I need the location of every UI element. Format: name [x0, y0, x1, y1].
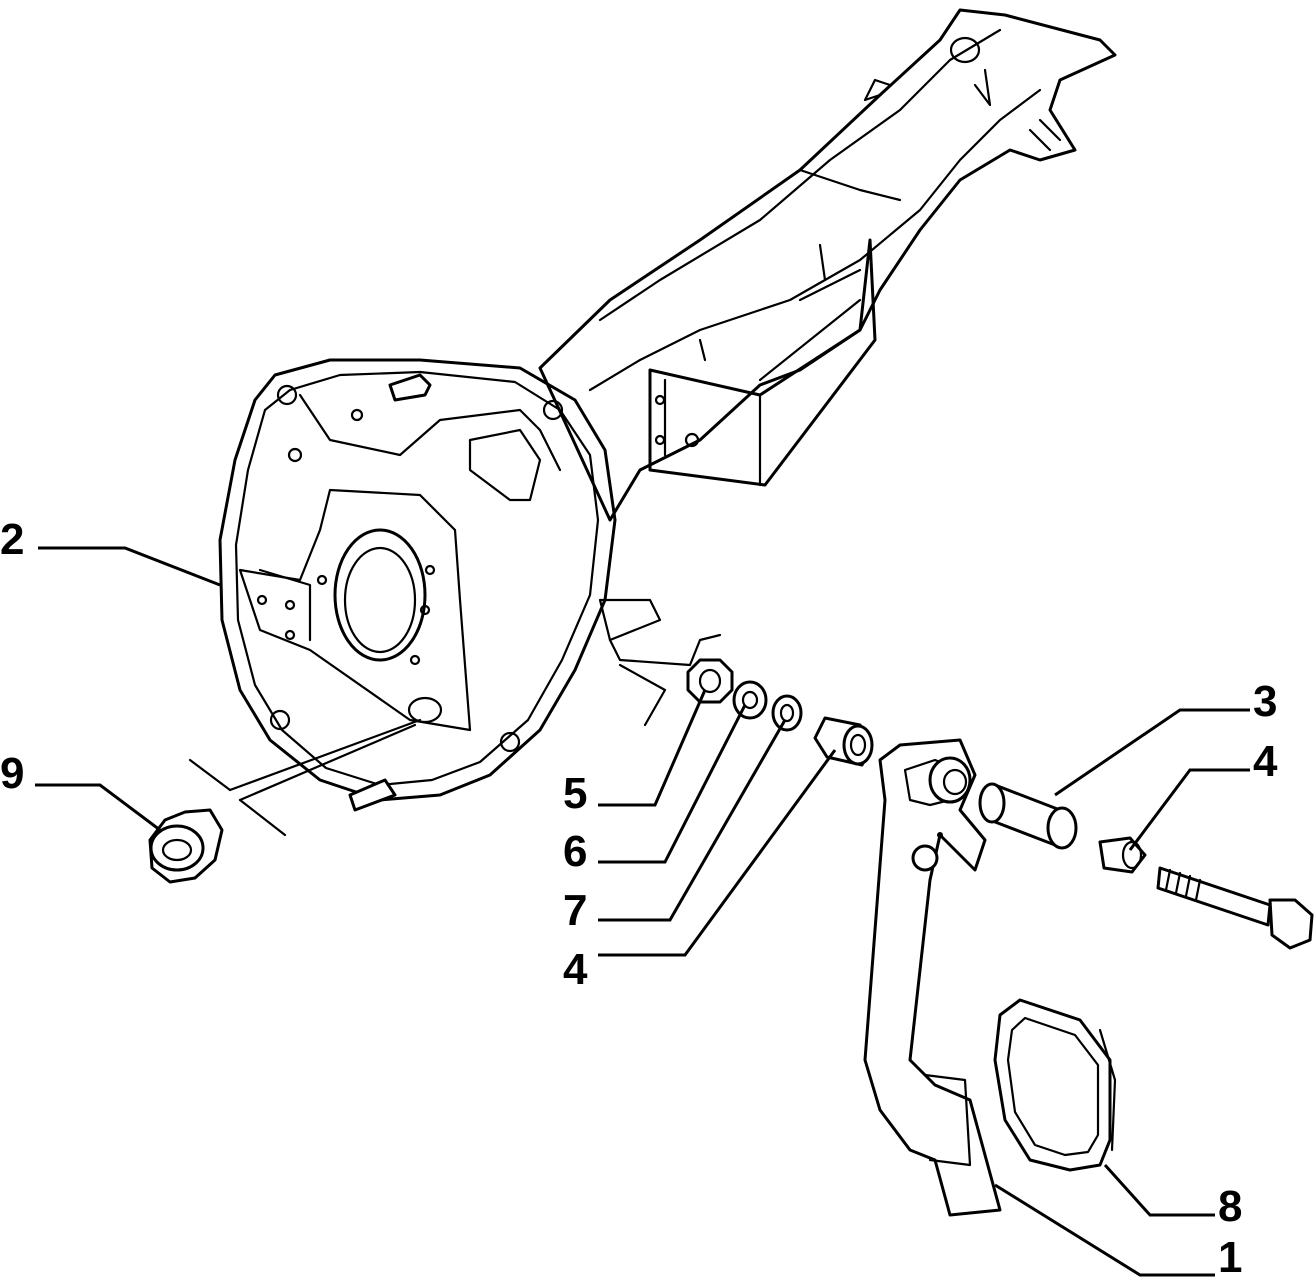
support-arm	[538, 8, 1117, 522]
callout-9: 9	[0, 749, 25, 798]
callout-5: 5	[563, 769, 588, 818]
pedal-pad	[993, 998, 1117, 1172]
nut	[686, 658, 734, 704]
callout-1: 1	[1218, 1233, 1243, 1282]
washer-7	[771, 694, 803, 732]
callout-8: 8	[1218, 1182, 1243, 1231]
housing-plate	[218, 358, 662, 812]
washer-6-hole	[741, 690, 759, 710]
bush-right	[1098, 836, 1147, 874]
channel-bracket	[648, 238, 877, 487]
bolt	[1156, 866, 1314, 950]
bush-left	[813, 716, 874, 767]
callout-6: 6	[563, 827, 588, 876]
pedal-lever	[863, 738, 1002, 1217]
washer-7-hole	[779, 703, 795, 723]
callout-3: 3	[1253, 677, 1278, 726]
callout-7: 7	[563, 886, 588, 935]
leader-lines	[35, 546, 1250, 1277]
washer-6	[732, 680, 768, 720]
callout-4-left: 4	[563, 945, 588, 994]
callout-4-right: 4	[1253, 737, 1278, 786]
callout-2: 2	[0, 515, 25, 564]
rubber-plug	[148, 808, 224, 884]
spacer-tube	[978, 782, 1078, 850]
